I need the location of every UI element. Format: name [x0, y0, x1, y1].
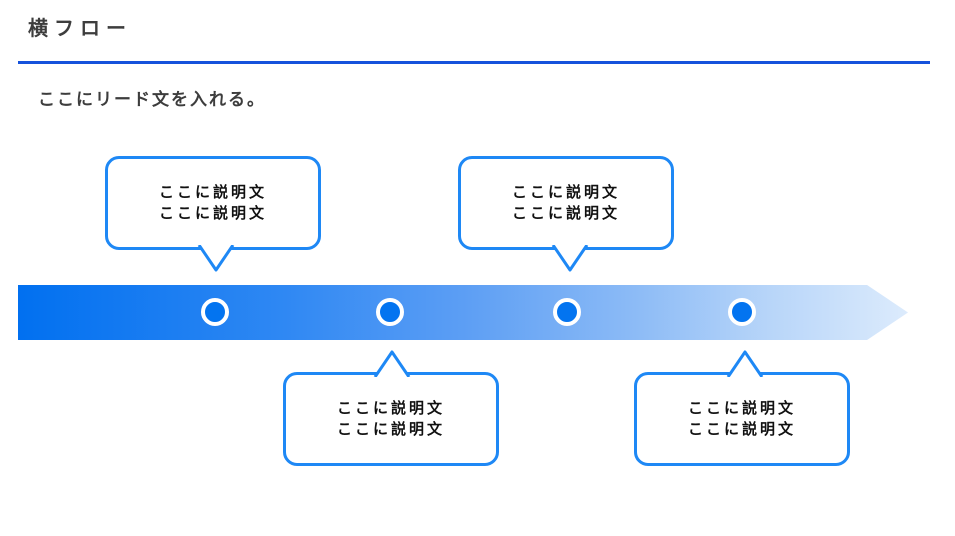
callout-tail-up-icon — [726, 350, 764, 377]
lead-text: ここにリード文を入れる。 — [38, 90, 266, 109]
callout-step-2-line-2: ここに説明文 — [336, 421, 445, 438]
callout-step-1: ここに説明文 ここに説明文 — [105, 156, 321, 272]
callout-step-4-line-2: ここに説明文 — [687, 421, 796, 438]
step-marker-1 — [201, 298, 229, 326]
callout-step-2: ここに説明文 ここに説明文 — [283, 350, 499, 466]
callout-step-2-line-1: ここに説明文 — [336, 400, 445, 417]
callout-step-3-line-1: ここに説明文 — [511, 184, 620, 201]
callout-step-1-line-1: ここに説明文 — [158, 184, 267, 201]
page-title: 横フロー — [28, 18, 132, 40]
step-marker-3 — [553, 298, 581, 326]
flow-arrow-bar — [18, 285, 908, 340]
step-marker-2 — [376, 298, 404, 326]
title-divider-line — [18, 61, 930, 64]
callout-step-3-line-2: ここに説明文 — [511, 205, 620, 222]
callout-tail-down-icon — [551, 245, 589, 272]
callout-step-3: ここに説明文 ここに説明文 — [458, 156, 674, 272]
callout-tail-down-icon — [197, 245, 235, 272]
callout-tail-up-icon — [373, 350, 411, 377]
step-marker-4 — [728, 298, 756, 326]
callout-step-1-line-2: ここに説明文 — [158, 205, 267, 222]
callout-step-4: ここに説明文 ここに説明文 — [634, 350, 850, 466]
callout-step-4-line-1: ここに説明文 — [687, 400, 796, 417]
